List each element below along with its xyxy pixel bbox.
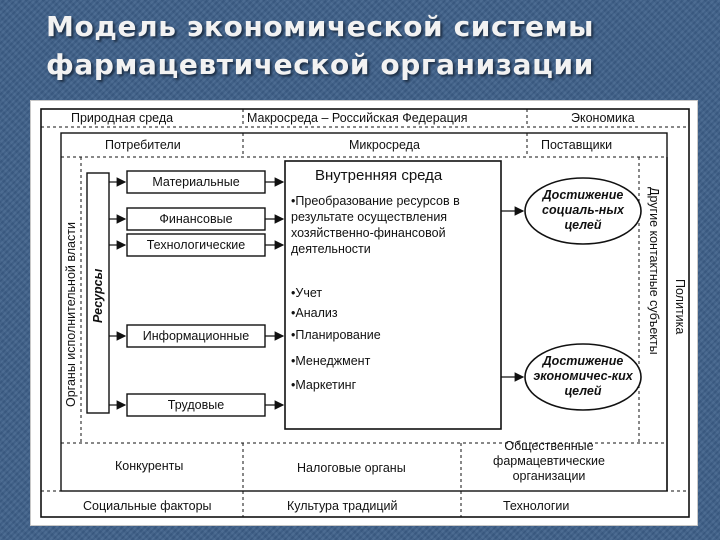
natural-environment-label: Природная среда — [71, 111, 174, 125]
resource-financial: Финансовые — [159, 212, 233, 226]
other-contact-subjects-label: Другие контактные субъекты — [647, 187, 661, 355]
title-line-1: Модель экономической системы — [46, 10, 595, 43]
inner-environment-box — [284, 160, 502, 430]
diagram-sheet: Природная среда Макросреда – Российская … — [30, 100, 698, 526]
inner-environment-title: Внутренняя среда — [315, 167, 443, 184]
resource-labor: Трудовые — [167, 398, 225, 412]
executive-authorities-label: Органы исполнительной власти — [64, 222, 78, 407]
diagram-lines — [40, 108, 690, 518]
public-pharma-organizations-label: Общественные фармацевтические организаци… — [493, 439, 605, 483]
resource-material: Материальные — [152, 175, 240, 189]
suppliers-label: Поставщики — [541, 138, 613, 152]
economic-goals-ellipse — [524, 343, 642, 411]
competitors-label: Конкуренты — [115, 459, 184, 473]
tax-authorities-label: Налоговые органы — [297, 461, 406, 475]
social-goals-ellipse — [524, 177, 642, 245]
inner-item-management: •Менеджмент — [291, 354, 371, 368]
social-factors-label: Социальные факторы — [83, 499, 212, 513]
inner-item-accounting: •Учет — [291, 286, 323, 300]
politics-label: Политика — [673, 279, 687, 335]
macro-environment-label: Макросреда – Российская Федерация — [247, 111, 468, 125]
macro-frame — [40, 108, 690, 518]
micro-environment-label: Микросреда — [349, 138, 420, 152]
title-line-2: фармацевтической организации — [46, 48, 594, 81]
slide-title: Модель экономической системы фармацевтич… — [46, 8, 706, 84]
consumers-label: Потребители — [105, 138, 181, 152]
resource-transformation-text: •Преобразование ресурсов в результате ос… — [291, 194, 460, 256]
inner-item-planning: •Планирование — [291, 328, 381, 342]
resource-technological: Технологические — [146, 238, 246, 252]
resources-box — [86, 172, 110, 414]
inner-item-analysis: •Анализ — [291, 306, 338, 320]
culture-traditions-label: Культура традиций — [287, 499, 398, 513]
resources-label: Ресурсы — [91, 268, 105, 323]
social-goals-text: Достижение социаль-ных целей — [542, 188, 624, 232]
inner-item-marketing: •Маркетинг — [291, 378, 357, 392]
economic-goals-text: Достижение экономичес-ких целей — [533, 354, 633, 398]
technologies-label: Технологии — [503, 499, 570, 513]
resource-informational: Информационные — [142, 329, 250, 343]
economy-label: Экономика — [571, 111, 635, 125]
